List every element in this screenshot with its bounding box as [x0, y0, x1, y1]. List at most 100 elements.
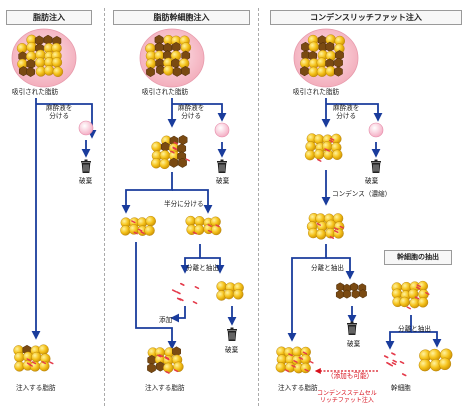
harvested-fat-label-3: 吸引された脂肪 — [293, 88, 340, 96]
injected-fat-cluster-2 — [147, 346, 184, 374]
fat-cell-dark — [351, 289, 360, 299]
fat-cell-dark — [178, 134, 188, 145]
fat-cell — [39, 360, 50, 372]
fat-cell — [14, 352, 25, 363]
arrow-extract — [199, 244, 225, 274]
blood-fleck — [31, 361, 37, 365]
stem-cell — [386, 361, 391, 366]
column-header-condense-rich-fat: コンデンスリッチファット注入 — [270, 10, 462, 25]
blood-fleck — [192, 231, 198, 235]
column-header-fat-injection: 脂肪注入 — [6, 10, 92, 25]
fat-cell-dark — [301, 41, 310, 52]
half-cluster-right — [185, 215, 222, 236]
fat-cell — [216, 281, 227, 292]
fat-cell-dark — [335, 290, 344, 300]
stem-cells-col3 — [383, 352, 407, 377]
anesthetic-ball-3 — [368, 122, 384, 138]
trash-handle — [84, 159, 88, 161]
fat-cell — [438, 357, 452, 371]
split-half-label: 半分に分ける — [164, 200, 204, 208]
harvested-fat-cluster-2 — [139, 28, 205, 88]
blood-fleck — [170, 150, 175, 154]
harvested-fat-label-1: 吸引された脂肪 — [12, 88, 59, 96]
fat-cell-dark — [147, 363, 156, 374]
blood-fleck — [215, 224, 220, 228]
arrow-add — [170, 306, 186, 323]
blood-fleck — [302, 351, 308, 355]
fat-cell — [399, 296, 410, 308]
arrow-split-right — [172, 189, 213, 214]
separate-anesthetic-label-2: 麻酔液を 分ける — [178, 104, 205, 120]
anesthetic-ball-2 — [214, 122, 230, 138]
arrow-condensed-split — [326, 257, 355, 280]
extract-remnant-cluster — [216, 281, 244, 301]
fat-cell-dark — [333, 66, 343, 77]
fat-cell-dark — [342, 289, 351, 299]
injected-fat-cluster-1 — [13, 344, 54, 372]
fat-cell — [417, 297, 429, 308]
harvested-fat-label-2: 吸引された脂肪 — [142, 88, 189, 96]
fat-cell — [26, 41, 37, 53]
trash-handle — [220, 159, 224, 161]
anesthetic-ball-1 — [78, 120, 94, 136]
trash-handle — [350, 321, 354, 323]
blood-fleck — [185, 158, 190, 162]
blood-fleck — [293, 360, 298, 363]
fat-cell — [173, 361, 184, 372]
blood-fleck — [288, 353, 293, 357]
trash-icon — [227, 327, 237, 341]
separate-extract-label-2: 分離と抽出 — [311, 264, 344, 272]
blood-fleck — [207, 229, 213, 233]
discard-label-3: 破棄 — [365, 177, 379, 185]
blood-fleck — [173, 141, 178, 145]
fat-cell-dark — [325, 41, 335, 52]
fat-cell — [31, 351, 42, 363]
dark-cell-cluster — [335, 282, 367, 300]
arrow-left-to-inject — [135, 242, 177, 350]
stem-remnant-cluster — [418, 348, 453, 372]
arrow-anesthetic-3 — [326, 103, 383, 122]
blood-fleck — [26, 362, 32, 366]
blood-fleck — [138, 228, 143, 232]
blood-fleck — [317, 158, 322, 162]
blood-fleck — [158, 354, 164, 358]
blood-fleck — [304, 368, 309, 372]
arrow-split-left — [121, 172, 173, 214]
fat-cell-dark — [181, 66, 190, 77]
blood-fleck — [425, 291, 430, 295]
fat-cell — [332, 149, 343, 160]
blood-fleck — [334, 227, 339, 231]
trash-icon — [81, 159, 91, 173]
harvested-fat-cluster-3 — [293, 28, 359, 88]
cell-clusters — [11, 28, 453, 377]
blood-fleck — [329, 236, 335, 239]
inject-fat-label-3: 注入する脂肪 — [278, 384, 318, 392]
fat-cell — [223, 288, 235, 300]
trash-lid — [227, 329, 237, 331]
discard-label-1: 破棄 — [79, 177, 93, 185]
blood-fleck — [172, 147, 177, 151]
inject-fat-label-1: 注入する脂肪 — [16, 384, 56, 392]
fat-cell-dark — [350, 282, 358, 292]
condense-label: コンデンス（濃縮） — [332, 190, 392, 198]
stem-cell — [194, 286, 200, 290]
fat-cell — [38, 344, 49, 355]
arrow-stem-left — [385, 315, 412, 350]
discard-label-2: 破棄 — [216, 177, 230, 185]
stem-cell — [391, 362, 397, 366]
blood-fleck — [325, 148, 331, 152]
arrow-extract-b — [180, 257, 200, 274]
fat-cell-dark — [146, 66, 155, 77]
fat-cell — [159, 158, 170, 170]
fat-cell — [163, 362, 174, 374]
separate-anesthetic-label-1: 麻酔液を 分ける — [46, 104, 73, 120]
trash-handle — [374, 159, 378, 161]
stem-cells-label: 幹細胞 — [391, 384, 411, 392]
trash-icon — [347, 321, 357, 335]
stem-cell — [391, 352, 396, 356]
trash-lid — [81, 161, 91, 163]
fat-cell-dark — [334, 57, 343, 68]
fat-cell-dark — [155, 361, 165, 372]
blood-fleck — [131, 220, 136, 224]
